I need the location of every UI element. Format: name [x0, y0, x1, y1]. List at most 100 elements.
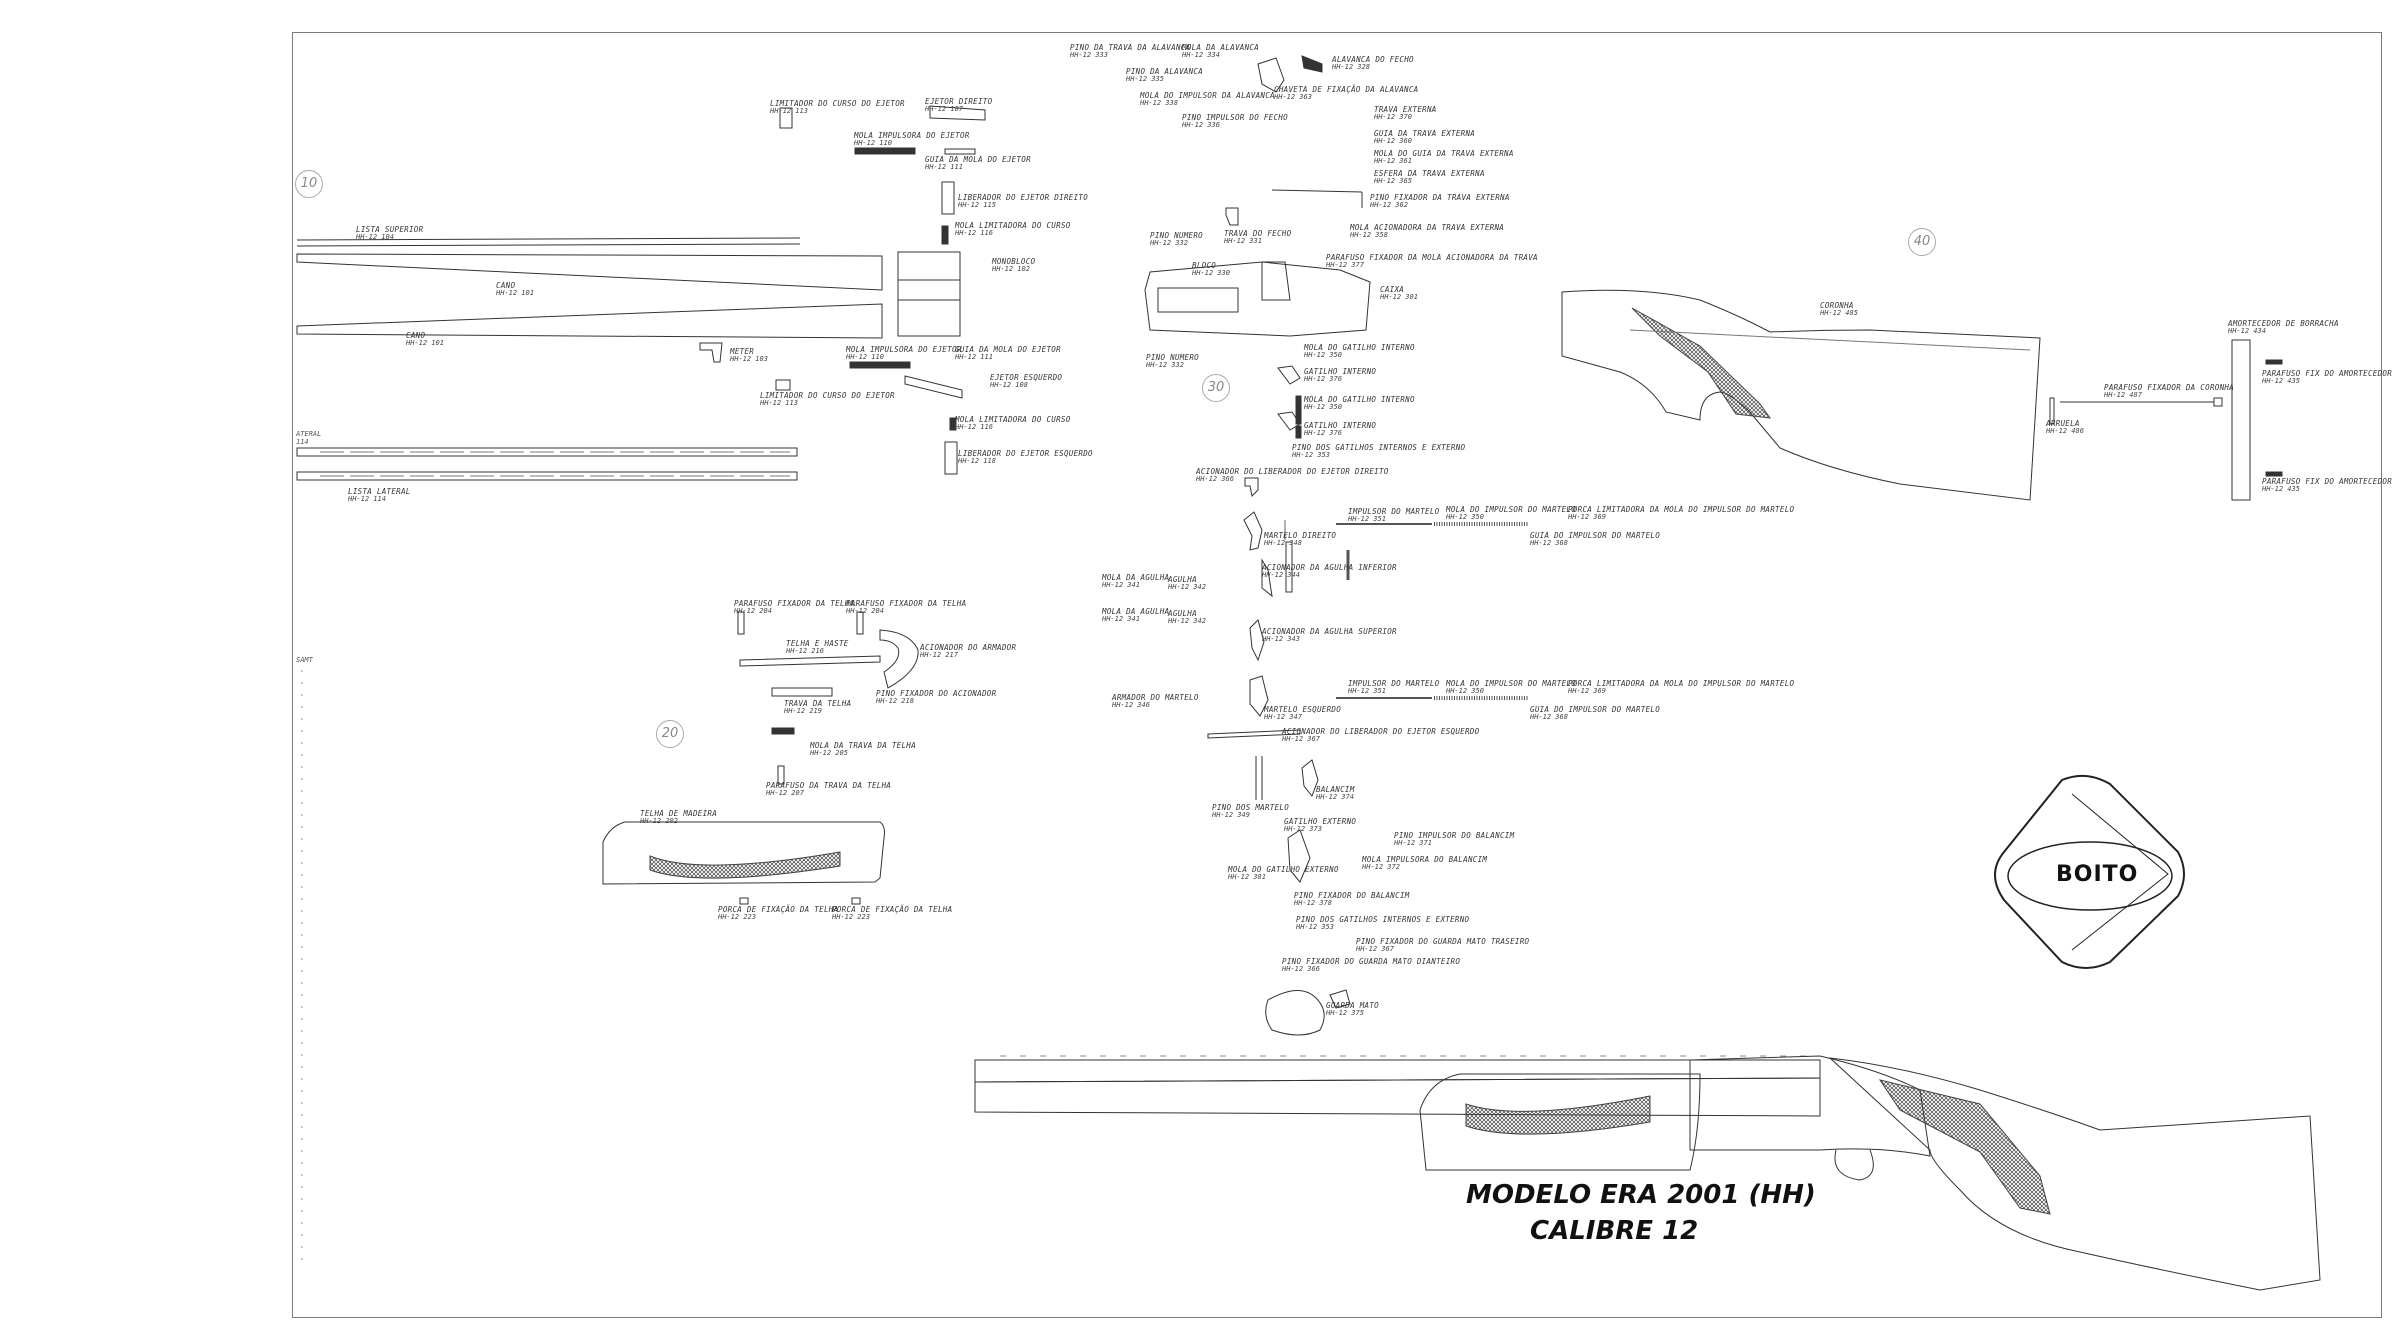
part-number: HH-12 343 [1262, 634, 1300, 643]
part-name: MOLA LIMITADORA DO CURSO [955, 221, 1071, 230]
part-name: GATILHO EXTERNO [1284, 817, 1357, 826]
part-name: LISTA SUPERIOR [356, 225, 424, 234]
part-number: HH-12 301 [1380, 292, 1418, 301]
part-name: GUIA DA TRAVA EXTERNA [1374, 129, 1476, 138]
part-number: HH-12 113 [770, 106, 808, 115]
part-name: MOLA DA AGULHA [1102, 607, 1170, 616]
part-name: EJETOR DIREITO [925, 97, 993, 106]
part-name: AGULHA [1168, 609, 1197, 618]
part-number: HH-12 367 [1282, 734, 1320, 743]
margin-fragment-lateral: ATERAL [296, 430, 322, 438]
part-name: PARAFUSO FIXADOR DA TELHA [734, 599, 855, 608]
part-name: GUIA DO IMPULSOR DO MARTELO [1530, 705, 1661, 714]
boito-logo [1994, 774, 2185, 969]
part-name: ARRUELA [2046, 419, 2080, 428]
part-name: CANO [496, 281, 516, 290]
part-number: HH-12 372 [1362, 862, 1400, 871]
forearm-assembly [602, 611, 919, 905]
assembled-forearm [1419, 1073, 1701, 1171]
part-number: HH-12 113 [760, 398, 798, 407]
part-number: HH-12 103 [730, 354, 768, 363]
part-name: PARAFUSO FIXADOR DA MOLA ACIONADORA DA T… [1326, 253, 1538, 262]
part-number: HH-12 344 [1262, 570, 1300, 579]
brand-name: BOITO [2056, 862, 2139, 887]
part-name: TELHA E HASTE [786, 639, 849, 648]
part-number: HH-12 347 [1264, 712, 1302, 721]
part-name: GUIA DA MOLA DO EJETOR [955, 345, 1061, 354]
part-name: MONOBLOCO [992, 257, 1036, 266]
part-number: HH-12 205 [810, 748, 848, 757]
part-number: HH-12 381 [1228, 872, 1266, 881]
part-number: HH-12 371 [1394, 838, 1432, 847]
part-name: IMPULSOR DO MARTELO [1348, 507, 1440, 516]
part-name: CANO [406, 331, 426, 340]
part-number: HH-12 365 [1374, 176, 1412, 185]
assembled-stock [1828, 1057, 2321, 1291]
part-name: BALANCIM [1316, 785, 1355, 794]
part-name: LIMITADOR DO CURSO DO EJETOR [770, 99, 905, 108]
part-name: MOLA ACIONADORA DA TRAVA EXTERNA [1350, 223, 1505, 232]
part-number: HH-12 370 [1374, 112, 1412, 121]
part-name: ACIONADOR DA AGULHA INFERIOR [1262, 563, 1397, 572]
part-number: HH-12 331 [1224, 236, 1262, 245]
part-name: PINO DA TRAVA DA ALAVANCA [1070, 43, 1191, 52]
caliber-title: CALIBRE 12 [1530, 1216, 1699, 1246]
part-name: MOLA DO GUIA DA TRAVA EXTERNA [1374, 149, 1514, 158]
part-number: HH-12 332 [1146, 360, 1184, 369]
part-number: HH-12 375 [1326, 1008, 1364, 1017]
buttstock [1561, 289, 2041, 501]
part-name: PINO NUMERO [1146, 353, 1199, 362]
part-label-acionador-liberador-direito: ACIONADOR DO LIBERADOR DO EJETOR DIREITO… [1196, 468, 1389, 483]
part-number: HH-12 435 [2262, 484, 2300, 493]
part-number: HH-12 116 [955, 422, 993, 431]
part-number: HH-12 368 [1530, 712, 1568, 721]
part-number: HH-12 333 [1070, 50, 1108, 59]
part-name: PARAFUSO FIX DO AMORTECEDOR [2262, 477, 2393, 486]
part-number: HH-12 348 [1264, 538, 1302, 547]
part-number: HH-12 350 [1304, 350, 1342, 359]
part-name: TRAVA DA TELHA [784, 699, 852, 708]
part-name: PINO DOS MARTELO [1212, 803, 1290, 812]
part-number: HH-12 110 [854, 138, 892, 147]
section-marker-10: 10 [295, 170, 323, 198]
part-name: BLOCO [1192, 261, 1217, 270]
part-number: HH-12 351 [1348, 686, 1386, 695]
part-number: HH-12 342 [1168, 582, 1206, 591]
part-number: HH-12 369 [1568, 512, 1606, 521]
part-name: MOLA IMPULSORA DO EJETOR [854, 131, 970, 140]
part-number: HH-12 378 [1294, 898, 1332, 907]
receiver [1144, 261, 1371, 337]
part-number: HH-12 104 [356, 232, 394, 241]
